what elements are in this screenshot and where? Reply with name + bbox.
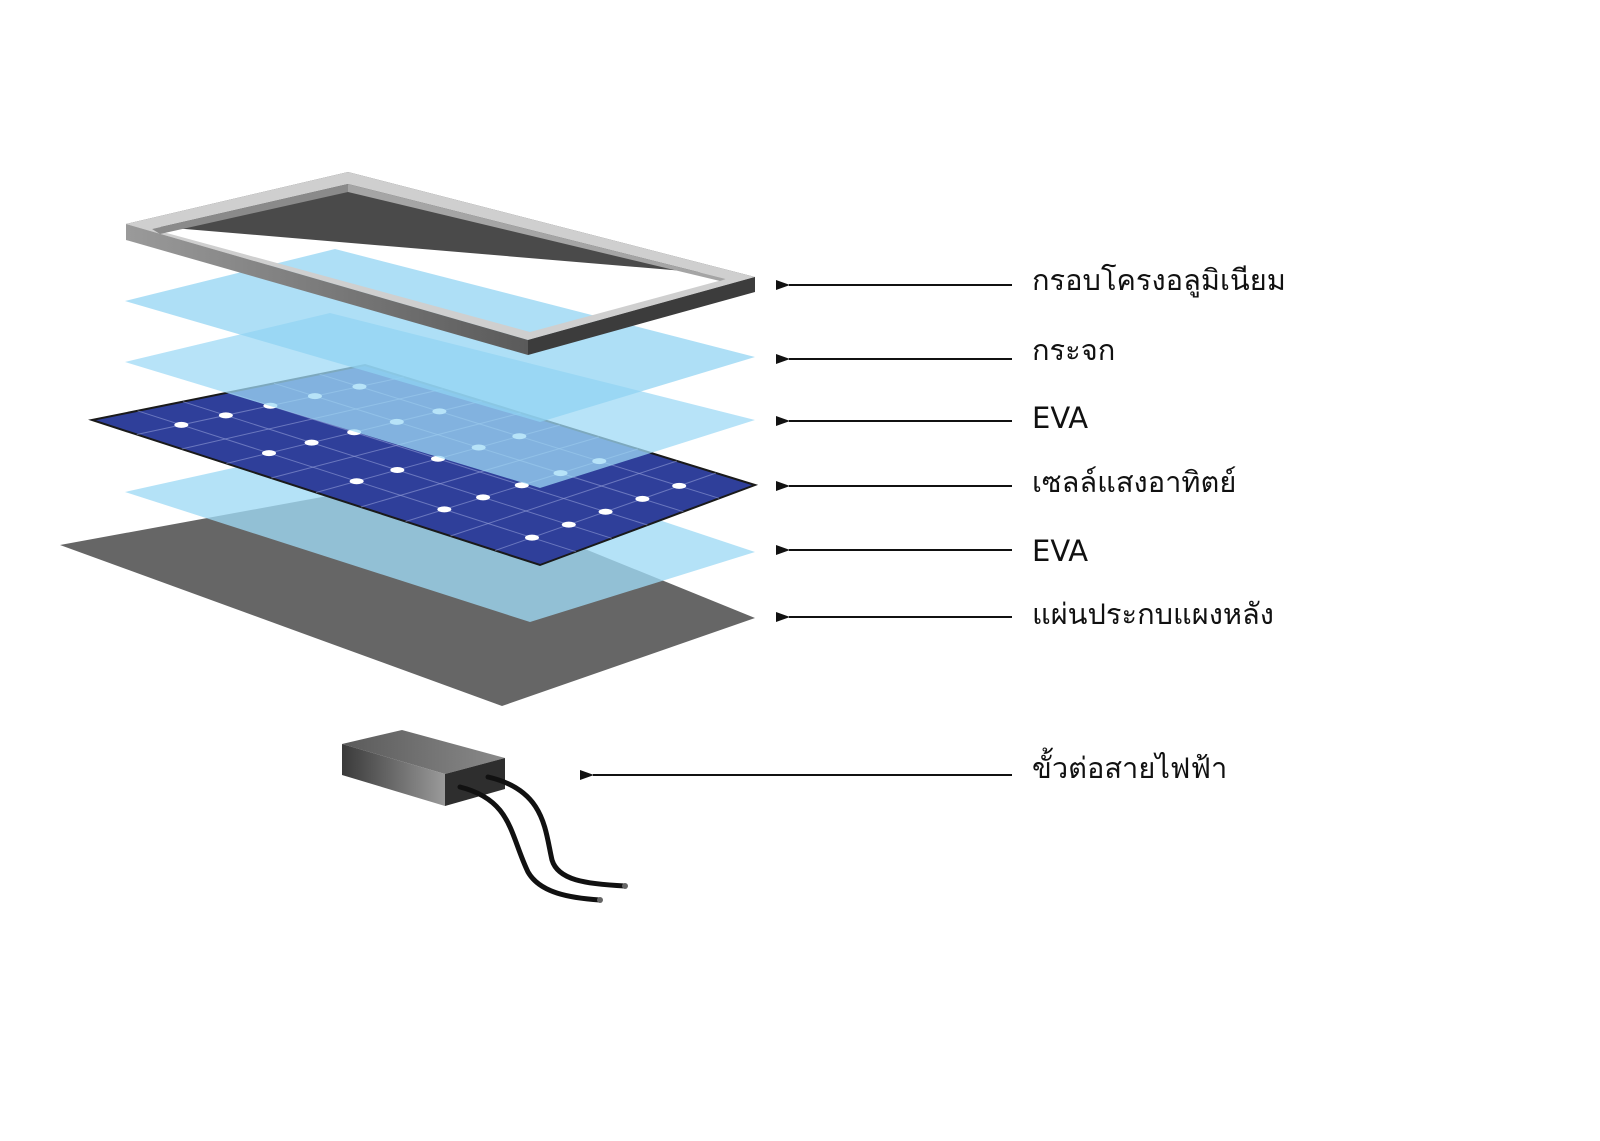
cell-contact-dot	[598, 508, 613, 515]
label-glass: กระจก	[1032, 333, 1116, 367]
label-arrows	[580, 280, 1012, 780]
cell-contact-dot	[304, 439, 319, 446]
backsheet-layer	[60, 480, 755, 706]
label-solar-cells: เซลล์แสงอาทิตย์	[1032, 465, 1237, 499]
eva-top-layer	[125, 313, 755, 488]
cell-contact-dot	[525, 534, 539, 541]
cell-contact-dot	[561, 521, 576, 528]
cell-contact-dot	[437, 506, 452, 513]
label-aluminium-frame: กรอบโครงอลูมิเนียม	[1032, 263, 1286, 297]
solar-cell-layer	[88, 363, 759, 567]
junction-box	[342, 730, 628, 903]
cell-contact-dot	[390, 467, 405, 473]
cell-contact-dot	[262, 450, 276, 457]
cell-contact-dot	[514, 482, 529, 489]
label-eva-top: EVA	[1032, 401, 1089, 435]
label-backsheet: แผ่นประกบแผงหลัง	[1032, 597, 1274, 631]
glass-layer	[125, 249, 755, 422]
cell-contact-dot	[476, 494, 491, 501]
cell-contact-dot	[349, 478, 364, 485]
cell-contact-dot	[174, 421, 189, 428]
label-eva-bottom: EVA	[1032, 534, 1089, 568]
cell-contact-dot	[635, 495, 650, 502]
label-junction-box: ขั้วต่อสายไฟฟ้า	[1032, 751, 1228, 785]
cell-contact-dot	[218, 412, 233, 419]
aluminium-frame	[126, 172, 755, 355]
cell-contact-dot	[672, 482, 687, 489]
